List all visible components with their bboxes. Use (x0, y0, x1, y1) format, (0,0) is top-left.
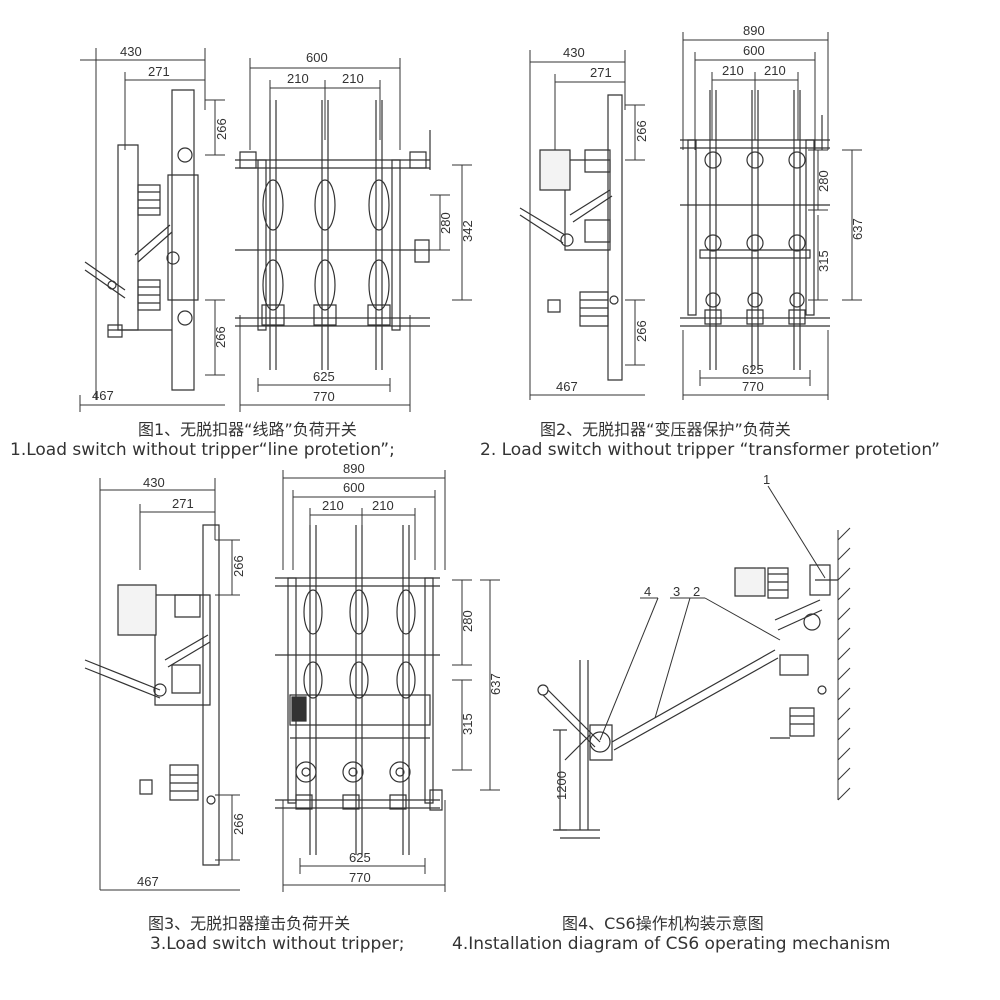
fig4-wall (838, 528, 850, 800)
fig3-caption-en: 3.Load switch without tripper; (150, 934, 405, 954)
fig2-dim-271: 271 (590, 65, 612, 80)
fig1-dim-210-left: 210 (287, 71, 309, 86)
fig2-front-dimensions (683, 32, 862, 400)
fig3-caption-cn: 图3、无脱扣器撞击负荷开关 (148, 914, 351, 933)
fig4-label-1: 1 (763, 472, 770, 487)
fig1-dim-271: 271 (148, 64, 170, 79)
fig3-side-dimensions (100, 478, 240, 890)
fig2-dim-467: 467 (556, 379, 578, 394)
fig1-front-view (235, 100, 430, 370)
fig1-side-view (85, 90, 198, 390)
fig2-dim-625: 625 (742, 362, 764, 377)
fig2-dim-266-top: 266 (634, 120, 649, 142)
fig4-label-3: 3 (673, 584, 680, 599)
fig3-dim-210-left: 210 (322, 498, 344, 513)
figure-3-striker-load-switch: 430 271 266 266 467 (85, 461, 503, 892)
fig2-dim-637: 637 (850, 218, 865, 240)
fig4-caption-en: 4.Installation diagram of CS6 operating … (452, 934, 891, 954)
fig3-dim-210-right: 210 (372, 498, 394, 513)
figure-4-cs6-installation: 1 2 3 4 1200 (538, 472, 850, 838)
fig4-dim-1200: 1200 (554, 771, 569, 800)
fig1-dim-280: 280 (438, 212, 453, 234)
fig3-front-dimensions (283, 470, 500, 892)
fig1-dim-210-right: 210 (342, 71, 364, 86)
fig2-dim-210-right: 210 (764, 63, 786, 78)
fig3-dim-637: 637 (488, 673, 503, 695)
fig3-dim-266-top: 266 (231, 555, 246, 577)
fig3-dim-600: 600 (343, 480, 365, 495)
fig3-dim-890: 890 (343, 461, 365, 476)
fig3-dim-430: 430 (143, 475, 165, 490)
fig4-operating-mechanism (538, 650, 778, 838)
fig4-label-2: 2 (693, 584, 700, 599)
fig2-dim-770: 770 (742, 379, 764, 394)
fig1-dim-266-top: 266 (214, 118, 229, 140)
fig1-caption-en: 1.Load switch without tripper“line prote… (10, 440, 395, 460)
fig3-side-view (85, 525, 219, 865)
fig1-dim-467: 467 (92, 388, 114, 403)
fig3-dim-625: 625 (349, 850, 371, 865)
fig3-dim-467: 467 (137, 874, 159, 889)
fig3-front-view (275, 525, 442, 855)
fig3-dim-266-bottom: 266 (231, 813, 246, 835)
fig2-dim-890: 890 (743, 23, 765, 38)
figure-1-line-protection-switch: 430 271 266 266 467 (80, 44, 475, 412)
fig2-dim-280: 280 (816, 170, 831, 192)
figure-2-transformer-protection-switch: 430 271 266 266 467 (520, 23, 865, 400)
fig2-dim-600: 600 (743, 43, 765, 58)
fig2-side-dimensions (530, 50, 645, 400)
fig2-dim-266-bottom: 266 (634, 320, 649, 342)
fig1-front-dimensions (240, 58, 472, 412)
fig3-dim-280: 280 (460, 610, 475, 632)
fig1-dim-770: 770 (313, 389, 335, 404)
fig2-caption-en: 2. Load switch without tripper “transfor… (480, 440, 940, 460)
fig1-side-dimensions (80, 48, 225, 412)
fig1-dim-600: 600 (306, 50, 328, 65)
fig4-leader-lines (600, 486, 825, 740)
fig1-dim-430: 430 (120, 44, 142, 59)
fig1-dim-625: 625 (313, 369, 335, 384)
fig3-dim-315: 315 (460, 713, 475, 735)
fig2-side-view (520, 95, 622, 380)
fig2-dim-315: 315 (816, 250, 831, 272)
fig4-label-4: 4 (644, 584, 651, 599)
fig4-switch-unit (735, 565, 838, 738)
fig2-dim-430: 430 (563, 45, 585, 60)
fig4-caption-cn: 图4、CS6操作机构装示意图 (562, 914, 764, 933)
fig2-front-view (680, 90, 830, 370)
fig3-dim-770: 770 (349, 870, 371, 885)
fig3-dim-271: 271 (172, 496, 194, 511)
fig1-caption-cn: 图1、无脱扣器“线路”负荷开关 (138, 420, 357, 439)
fig2-caption-cn: 图2、无脱扣器“变压器保护”负荷关 (540, 420, 791, 439)
fig2-dim-210-left: 210 (722, 63, 744, 78)
fig1-dim-266-bottom: 266 (213, 326, 228, 348)
fig1-dim-342: 342 (460, 220, 475, 242)
